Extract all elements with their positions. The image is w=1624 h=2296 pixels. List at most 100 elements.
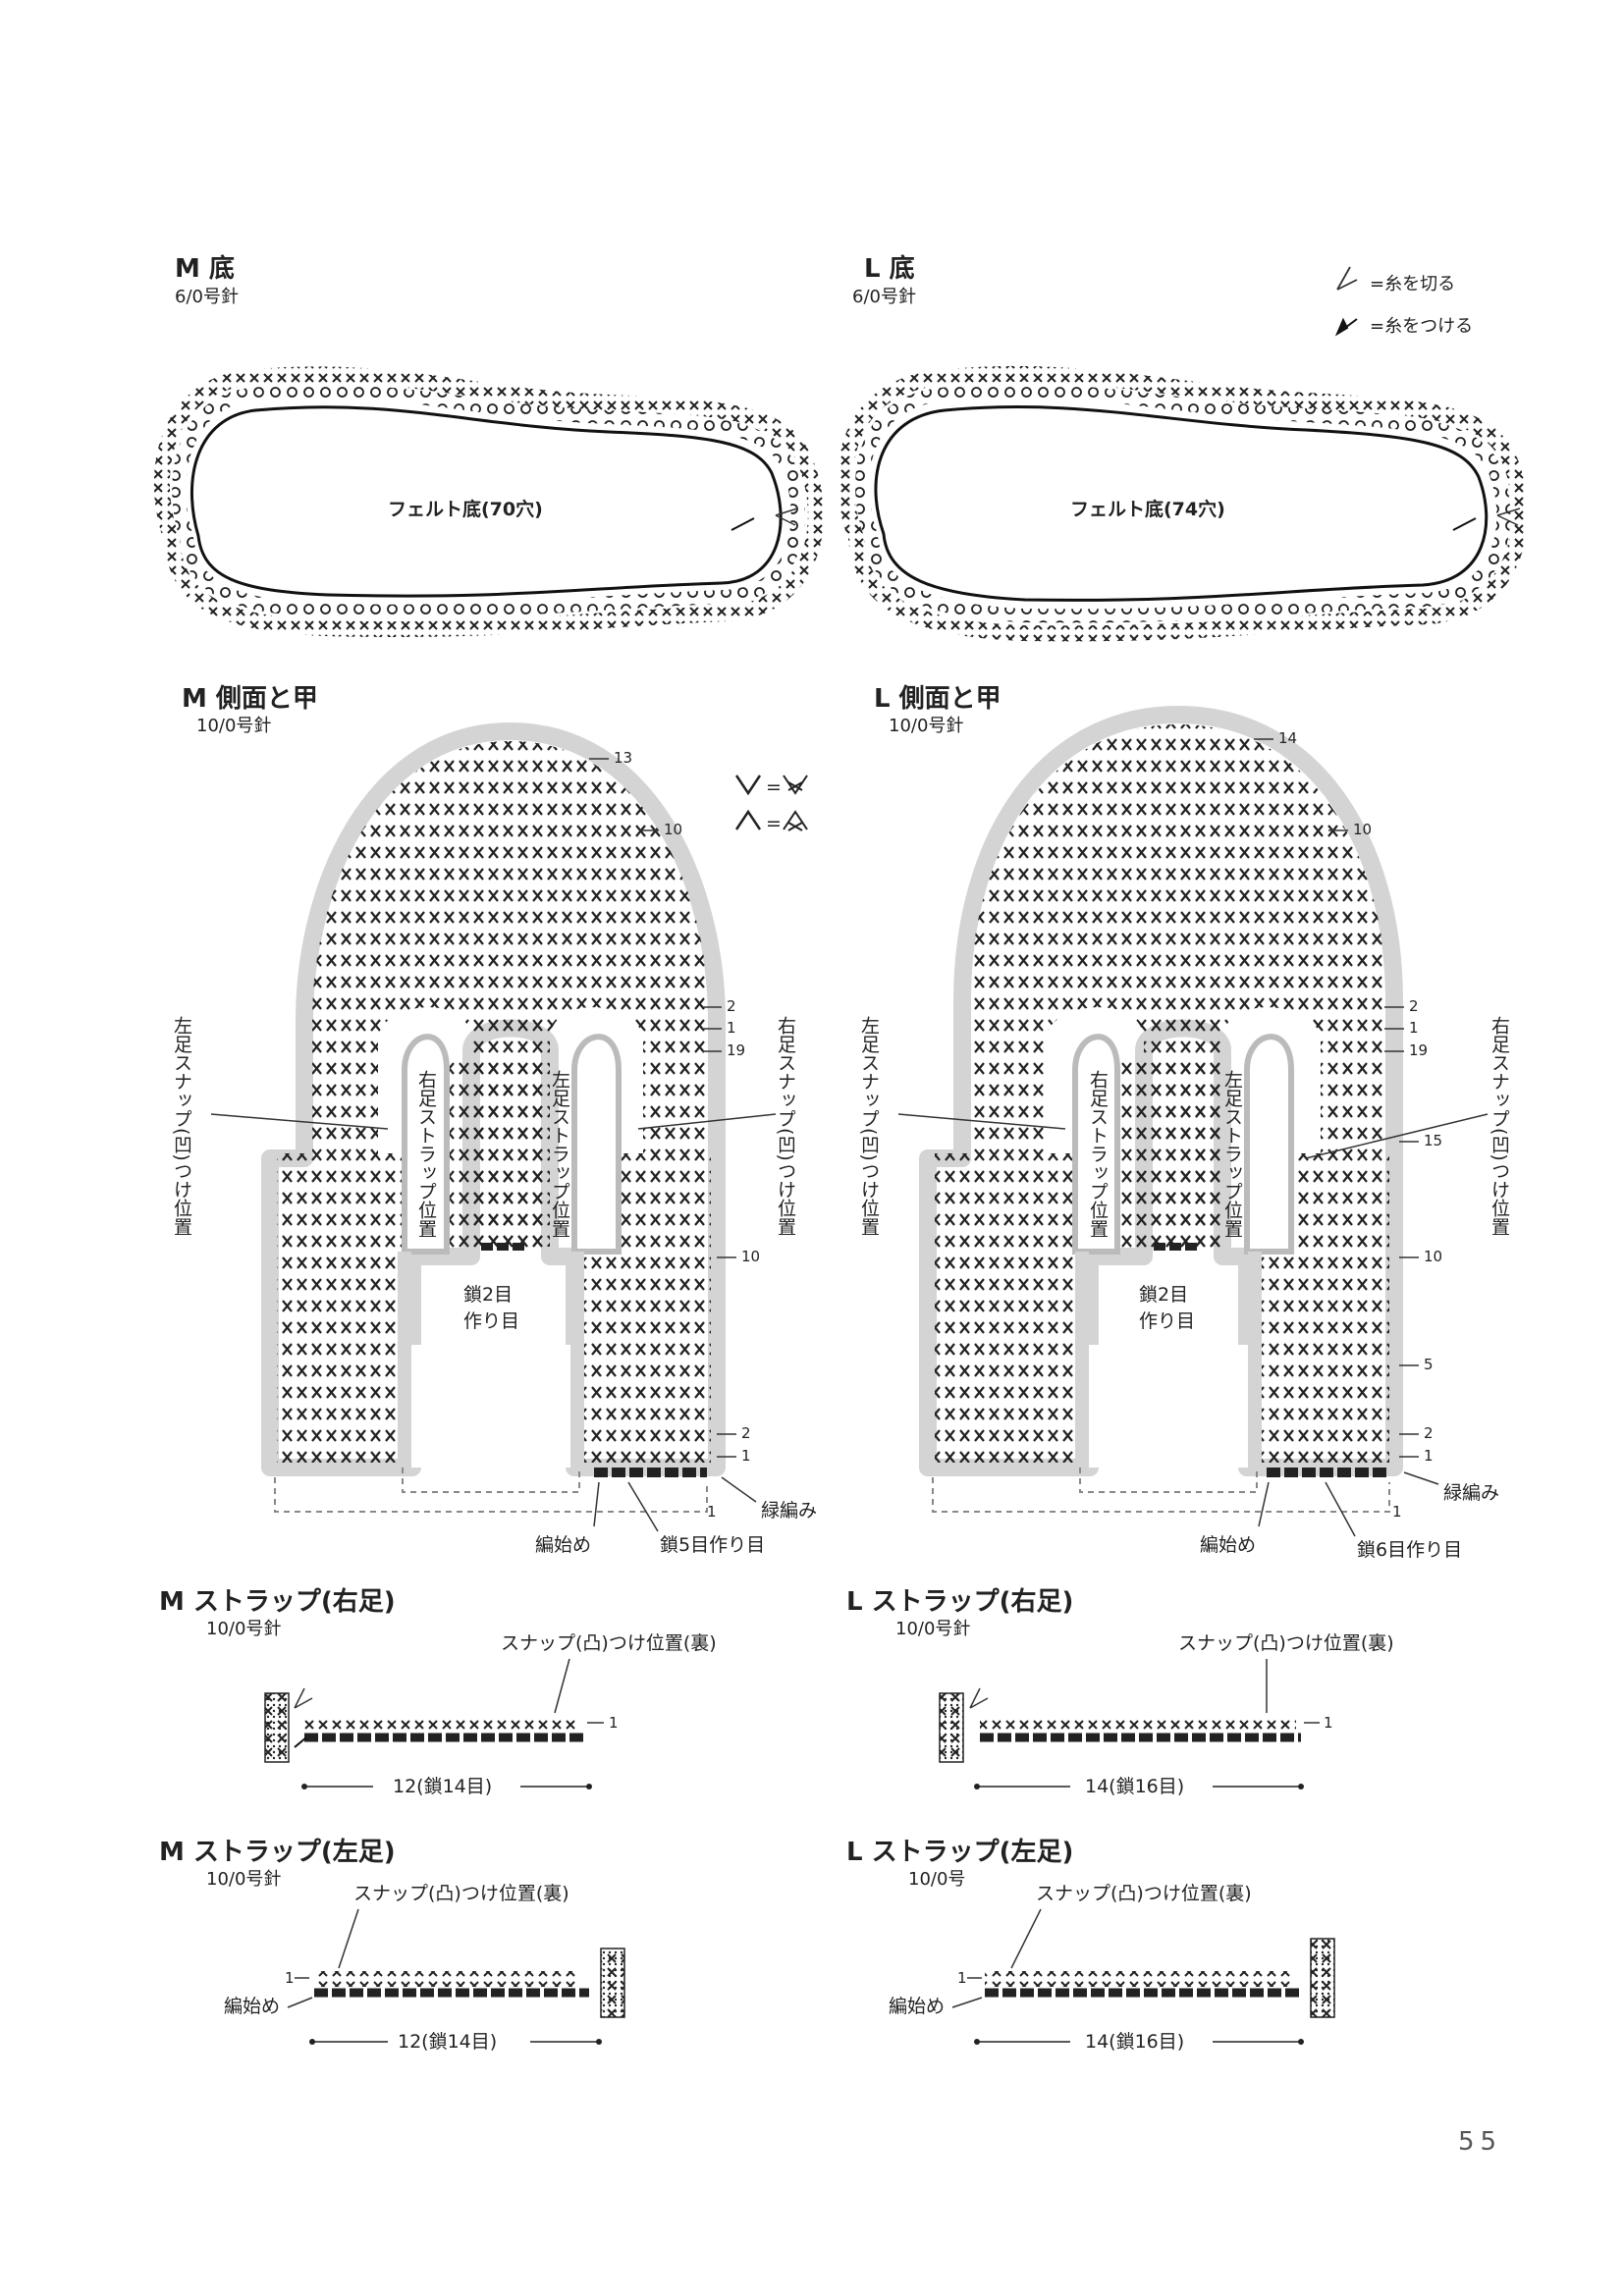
symbol-a-eq: = <box>766 813 782 834</box>
sole-m: M 底 6/0号針 フェルト底(70穴) <box>153 253 824 638</box>
sole-l-felt <box>874 405 1489 602</box>
side-m-row-1a: 1 <box>727 1019 736 1037</box>
side-l-opening-right <box>1244 1034 1294 1255</box>
side-m-row-10a: 10 <box>664 821 682 838</box>
side-m-row-2b: 2 <box>741 1424 751 1442</box>
sole-m-join-icon <box>731 517 755 531</box>
sole-l-title: L 底 <box>864 253 915 284</box>
side-l-chain2-line2: 作り目 <box>1139 1310 1195 1332</box>
sole-m-outer-sc <box>153 366 824 638</box>
side-m-left-leg <box>277 1153 405 1463</box>
side-upper-l: L 側面と甲 10/0号針 14 10 2 1 19 15 10 5 2 1 <box>858 684 1510 1561</box>
side-m-left-snap: 左足スナップ(凹)つけ位置 <box>171 1016 192 1236</box>
strap-l-right-row: 1 <box>1324 1714 1333 1732</box>
page-number: 55 <box>1458 2127 1502 2157</box>
sole-l-cut-icon <box>1496 507 1521 526</box>
sole-m-center-label: フェルト底(70穴) <box>388 498 543 520</box>
side-l-row-10a: 10 <box>1353 821 1372 838</box>
side-l-row-2a: 2 <box>1409 997 1419 1015</box>
strap-l-right-hook: 10/0号針 <box>895 1619 970 1639</box>
side-l-row-1b: 1 <box>1424 1447 1434 1465</box>
strap-m-left-length: 12(鎖14目) <box>398 2031 497 2053</box>
strap-l-left-title: L ストラップ(左足) <box>846 1838 1073 1867</box>
side-m-row-19: 19 <box>727 1041 745 1059</box>
legend-cut-text: =糸を切る <box>1370 274 1455 294</box>
side-l-right-snap: 右足スナップ(凹)つけ位置 <box>1489 1016 1510 1236</box>
side-m-edging: 緑編み <box>761 1500 817 1522</box>
strap-m-left: M ストラップ(左足) 10/0号針 スナップ(凸)つけ位置(裏) 1 編始め … <box>159 1838 625 2053</box>
sole-l-ring <box>855 384 1511 623</box>
strap-m-left-start: 編始め <box>224 1996 280 2017</box>
sole-l-join-icon <box>1452 517 1477 531</box>
side-m-start: 編始め <box>535 1534 591 1556</box>
side-l-title: L 側面と甲 <box>874 684 1001 714</box>
sole-m-felt <box>190 405 783 598</box>
side-m-chain-base: 鎖5目作り目 <box>660 1534 765 1556</box>
strap-m-right-hook: 10/0号針 <box>206 1619 281 1639</box>
sole-l-center-label: フェルト底(74穴) <box>1070 498 1225 520</box>
side-l-left-leg <box>935 1153 1082 1463</box>
strap-m-right-snap: スナップ(凸)つけ位置(裏) <box>501 1632 717 1654</box>
side-l-dome <box>970 724 1386 1247</box>
side-l-chain-base: 鎖6目作り目 <box>1357 1539 1462 1561</box>
strap-l-right-length: 14(鎖16目) <box>1085 1776 1184 1797</box>
cut-yarn-icon <box>1336 266 1358 291</box>
side-m-inner-left <box>450 1055 518 1252</box>
symbol-v-eq: = <box>766 776 782 798</box>
side-l-row-10b: 10 <box>1424 1248 1442 1265</box>
sole-l: L 底 6/0号針 フェルト底(74穴) <box>837 253 1528 642</box>
strap-l-right-title: L ストラップ(右足) <box>846 1587 1073 1617</box>
side-m-right-snap: 右足スナップ(凹)つけ位置 <box>775 1016 796 1236</box>
symbol-key: = = <box>734 774 808 834</box>
strap-l-left: L ストラップ(左足) 10/0号 スナップ(凸)つけ位置(裏) 1 編始め 1… <box>846 1838 1335 2053</box>
side-m-row-1c: 1 <box>707 1503 717 1521</box>
side-l-right-strap-pos: 右足ストラップ位置 <box>1087 1070 1109 1238</box>
side-m-chain2-line1: 鎖2目 <box>463 1284 513 1306</box>
side-m-dome <box>312 741 709 1247</box>
sole-l-outer-sc <box>837 365 1528 642</box>
side-l-row-15: 15 <box>1424 1132 1442 1149</box>
side-m-join-dash <box>274 1477 708 1513</box>
side-m-inner-right <box>518 1055 548 1252</box>
strap-l-right-snap: スナップ(凸)つけ位置(裏) <box>1178 1632 1394 1654</box>
strap-m-left-title: M ストラップ(左足) <box>159 1838 396 1867</box>
strap-l-left-length: 14(鎖16目) <box>1085 2031 1184 2053</box>
side-l-heel-gap <box>1082 1345 1255 1468</box>
side-l-row-1a: 1 <box>1409 1019 1419 1037</box>
strap-m-right-row: 1 <box>609 1714 619 1732</box>
side-m-row-13: 13 <box>614 749 632 767</box>
strap-m-left-snap: スナップ(凸)つけ位置(裏) <box>353 1883 569 1904</box>
side-l-start: 編始め <box>1200 1534 1256 1556</box>
side-l-row-14: 14 <box>1278 729 1297 747</box>
side-l-join-dash <box>932 1477 1390 1513</box>
side-m-hook: 10/0号針 <box>196 716 271 736</box>
strap-m-left-hook: 10/0号針 <box>206 1869 281 1890</box>
strap-l-left-snap: スナップ(凸)つけ位置(裏) <box>1036 1883 1252 1904</box>
sole-m-ring <box>172 384 805 618</box>
side-l-hook: 10/0号針 <box>889 716 963 736</box>
side-m-row-2a: 2 <box>727 997 736 1015</box>
side-m-heel-gap <box>405 1345 577 1468</box>
strap-m-left-row: 1 <box>285 1969 295 1987</box>
side-l-chain2-line1: 鎖2目 <box>1139 1284 1188 1306</box>
side-l-row-1c: 1 <box>1392 1503 1402 1521</box>
side-l-inner-left <box>1119 1055 1188 1252</box>
strap-l-right: L ストラップ(右足) 10/0号針 スナップ(凸)つけ位置(裏) 1 14(鎖… <box>846 1587 1394 1797</box>
side-l-row-5: 5 <box>1424 1356 1434 1373</box>
side-l-opening-left <box>1072 1034 1120 1255</box>
join-yarn-icon <box>1334 317 1358 337</box>
legend: =糸を切る =糸をつける <box>1334 266 1473 337</box>
strap-m-right: M ストラップ(右足) 10/0号針 スナップ(凸)つけ位置(裏) 1 12(鎖… <box>159 1587 717 1797</box>
sole-m-hook: 6/0号針 <box>175 287 239 307</box>
side-l-row-2b: 2 <box>1424 1424 1434 1442</box>
legend-join-text: =糸をつける <box>1370 316 1473 337</box>
side-m-left-strap-pos: 左足ストラップ位置 <box>549 1070 570 1238</box>
side-m-row-1b: 1 <box>741 1447 751 1465</box>
side-upper-m: M 側面と甲 10/0号針 13 10 2 1 19 10 2 <box>171 684 817 1556</box>
side-m-row-10b: 10 <box>741 1248 760 1265</box>
strap-l-left-row: 1 <box>957 1969 967 1987</box>
side-m-opening-right <box>571 1034 622 1255</box>
side-l-left-strap-pos: 左足ストラップ位置 <box>1221 1070 1243 1238</box>
side-m-right-strap-pos: 右足ストラップ位置 <box>415 1070 437 1238</box>
